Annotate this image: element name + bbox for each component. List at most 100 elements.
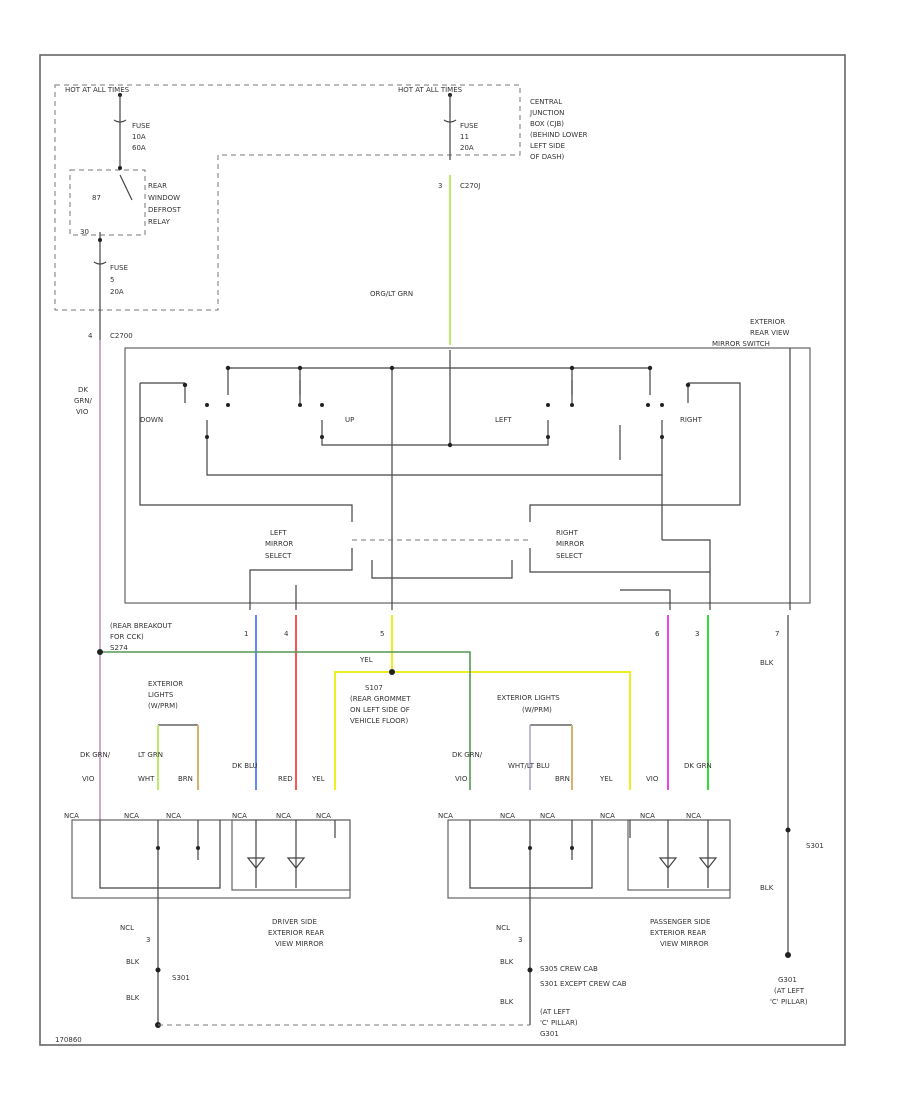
svg-text:3: 3 [438, 182, 442, 190]
svg-text:5: 5 [380, 630, 384, 638]
svg-text:C2700: C2700 [110, 332, 133, 340]
svg-text:DK GRN/: DK GRN/ [80, 751, 111, 759]
svg-text:NCA: NCA [124, 812, 139, 820]
svg-text:DK GRN: DK GRN [684, 762, 712, 770]
svg-text:BOX (CJB): BOX (CJB) [530, 120, 564, 128]
svg-text:RIGHT: RIGHT [556, 529, 579, 537]
svg-text:OF DASH): OF DASH) [530, 153, 565, 161]
svg-text:NCL: NCL [120, 924, 134, 932]
svg-text:NCA: NCA [166, 812, 181, 820]
svg-text:JUNCTION: JUNCTION [529, 109, 564, 117]
svg-text:BLK: BLK [500, 958, 514, 966]
hot-label-left: HOT AT ALL TIMES [65, 86, 130, 94]
svg-text:ORG/LT GRN: ORG/LT GRN [370, 290, 413, 298]
svg-text:30: 30 [80, 228, 89, 236]
wire-yel-trunk [334, 615, 631, 790]
svg-text:6: 6 [655, 630, 660, 638]
svg-text:CENTRAL: CENTRAL [530, 98, 562, 106]
diagram-frame [39, 54, 846, 1046]
svg-text:GRN/: GRN/ [74, 397, 93, 405]
svg-text:DK BLU: DK BLU [232, 762, 258, 770]
svg-text:11: 11 [460, 133, 469, 141]
cjb-dashed-box [54, 84, 521, 311]
svg-text:YEL: YEL [311, 775, 325, 783]
svg-text:G301: G301 [778, 976, 797, 984]
svg-text:DOWN: DOWN [140, 416, 163, 424]
svg-text:REAR VIEW: REAR VIEW [750, 329, 789, 337]
svg-text:NCA: NCA [600, 812, 615, 820]
svg-text:G301: G301 [540, 1030, 559, 1038]
svg-text:NCA: NCA [500, 812, 515, 820]
svg-text:(W/PRM): (W/PRM) [522, 706, 552, 714]
svg-text:HOT AT ALL TIMES: HOT AT ALL TIMES [398, 86, 463, 94]
svg-text:NCL: NCL [496, 924, 510, 932]
svg-text:3: 3 [146, 936, 150, 944]
svg-text:NCA: NCA [540, 812, 555, 820]
svg-text:C270J: C270J [460, 182, 480, 190]
svg-text:YEL: YEL [599, 775, 613, 783]
svg-text:BLK: BLK [760, 884, 774, 892]
wire-rear-breakout [100, 651, 471, 790]
svg-text:VIO: VIO [82, 775, 95, 783]
svg-text:RIGHT: RIGHT [680, 416, 703, 424]
svg-text:EXTERIOR REAR: EXTERIOR REAR [650, 929, 706, 937]
svg-text:BRN: BRN [555, 775, 570, 783]
svg-text:S301: S301 [806, 842, 824, 850]
svg-text:WHT: WHT [138, 775, 155, 783]
svg-text:MIRROR: MIRROR [556, 540, 584, 548]
svg-text:4: 4 [88, 332, 93, 340]
svg-text:VIO: VIO [76, 408, 89, 416]
svg-text:EXTERIOR LIGHTS: EXTERIOR LIGHTS [497, 694, 560, 702]
passenger-mirror-box [447, 819, 731, 899]
svg-text:S274: S274 [110, 644, 128, 652]
svg-text:VIEW MIRROR: VIEW MIRROR [275, 940, 324, 948]
svg-text:5: 5 [110, 276, 114, 284]
svg-text:BLK: BLK [760, 659, 774, 667]
svg-text:VEHICLE FLOOR): VEHICLE FLOOR) [350, 717, 409, 725]
svg-text:DK: DK [78, 386, 88, 394]
svg-text:S107: S107 [365, 684, 383, 692]
svg-text:VIO: VIO [646, 775, 659, 783]
svg-text:7: 7 [775, 630, 779, 638]
svg-text:SELECT: SELECT [265, 552, 292, 560]
svg-text:(AT LEFT: (AT LEFT [540, 1008, 571, 1016]
svg-text:60A: 60A [132, 144, 146, 152]
svg-text:MIRROR: MIRROR [265, 540, 293, 548]
svg-text:NCA: NCA [438, 812, 453, 820]
svg-text:DK GRN/: DK GRN/ [452, 751, 483, 759]
svg-text:FOR CCK): FOR CCK) [110, 633, 144, 641]
svg-text:FUSE: FUSE [110, 264, 128, 272]
relay-dashed-box [69, 169, 146, 236]
svg-text:PASSENGER SIDE: PASSENGER SIDE [650, 918, 710, 926]
svg-text:MIRROR SWITCH: MIRROR SWITCH [712, 340, 770, 348]
svg-text:NCA: NCA [686, 812, 701, 820]
svg-text:NCA: NCA [232, 812, 247, 820]
svg-text:4: 4 [284, 630, 289, 638]
mirror-switch-box [124, 347, 811, 604]
svg-text:WINDOW: WINDOW [148, 194, 180, 202]
figure-id: 170860 [55, 1036, 82, 1044]
svg-text:VIEW MIRROR: VIEW MIRROR [660, 940, 709, 948]
svg-text:LEFT: LEFT [270, 529, 287, 537]
svg-text:S301: S301 [172, 974, 190, 982]
svg-text:(REAR GROMMET: (REAR GROMMET [350, 695, 411, 703]
svg-text:20A: 20A [110, 288, 124, 296]
svg-text:3: 3 [695, 630, 699, 638]
svg-text:REAR: REAR [148, 182, 167, 190]
svg-text:EXTERIOR REAR: EXTERIOR REAR [268, 929, 324, 937]
svg-text:10A: 10A [132, 133, 146, 141]
svg-text:BLK: BLK [500, 998, 514, 1006]
svg-text:ON LEFT SIDE OF: ON LEFT SIDE OF [350, 706, 410, 714]
svg-text:DRIVER SIDE: DRIVER SIDE [272, 918, 317, 926]
svg-text:(REAR BREAKOUT: (REAR BREAKOUT [110, 622, 173, 630]
svg-text:(W/PRM): (W/PRM) [148, 702, 178, 710]
driver-mirror-box [71, 819, 351, 899]
svg-text:RED: RED [278, 775, 293, 783]
svg-text:EXTERIOR: EXTERIOR [148, 680, 183, 688]
svg-text:'C' PILLAR): 'C' PILLAR) [770, 998, 808, 1006]
svg-text:YEL: YEL [359, 656, 373, 664]
svg-text:RELAY: RELAY [148, 218, 171, 226]
svg-text:FUSE: FUSE [460, 122, 478, 130]
svg-text:LIGHTS: LIGHTS [148, 691, 174, 699]
